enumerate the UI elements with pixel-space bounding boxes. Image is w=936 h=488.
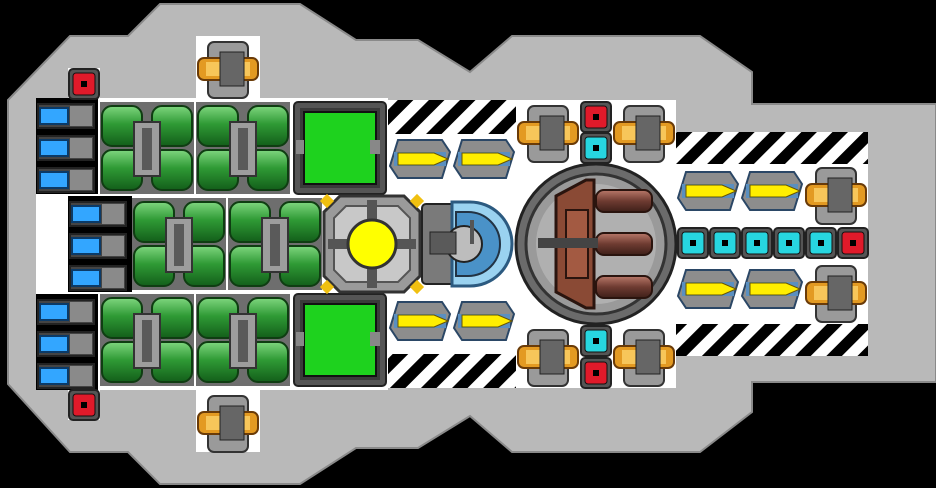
thruster-icon [37,299,95,325]
energy-cell-icon [741,227,773,259]
shield-generator-icon[interactable] [421,200,514,288]
fuel-tank-icon [196,102,290,194]
energy-cell-icon [773,227,805,259]
energy-cell-icon [580,132,612,164]
cannon-icon [805,265,867,323]
fuel-tank-icon [100,102,194,194]
turret-barrel [595,275,653,299]
reactor-icon[interactable] [319,193,425,295]
energy-cell-icon [580,101,612,133]
hazard-stripe-right-bottom [676,324,868,356]
fuel-tank-icon [228,198,322,290]
cannon-icon [517,329,579,387]
energy-cell-icon [837,227,869,259]
hazard-stripe-bottom [388,354,516,388]
thruster-icon [37,331,95,357]
cargo-room-bottom[interactable] [293,293,387,387]
fuel-tank-array [100,102,322,386]
cannon-icon [613,105,675,163]
fuel-tank-icon [132,198,226,290]
missile-icon [740,171,804,211]
missile-icon [676,171,740,211]
energy-cell-array [68,68,869,421]
reactor-core [346,218,398,270]
cannon-icon [197,41,259,99]
missile-icon [452,139,516,179]
turret-barrel [595,189,653,213]
thruster-icon [37,103,95,129]
fuel-tank-icon [196,294,290,386]
main-turret-icon[interactable] [514,162,678,326]
energy-cell-icon [709,227,741,259]
missile-icon [388,139,452,179]
thruster-icon [69,265,127,291]
thruster-icon [69,233,127,259]
green-room-screen [303,303,377,377]
cannon-icon [805,167,867,225]
hazard-stripe-top [388,100,516,134]
missile-icon [740,269,804,309]
thruster-icon [37,363,95,389]
cannon-icon [613,329,675,387]
green-room-screen [303,111,377,185]
missile-icon [388,301,452,341]
energy-cell-icon [580,325,612,357]
energy-cell-icon [68,389,100,421]
energy-cell-icon [580,357,612,389]
thruster-icon [37,135,95,161]
energy-cell-icon [805,227,837,259]
cargo-room-top[interactable] [293,101,387,195]
hazard-stripe-right-top [676,132,868,164]
cannon-icon [517,105,579,163]
missile-icon [676,269,740,309]
thruster-bank [37,103,127,389]
energy-cell-icon [677,227,709,259]
fuel-tank-icon [100,294,194,386]
weapon-mounts [197,41,867,453]
turret-barrel [595,232,653,256]
energy-cell-icon [68,68,100,100]
missile-icon [452,301,516,341]
thruster-icon [69,201,127,227]
thruster-icon [37,167,95,193]
cannon-icon [197,395,259,453]
